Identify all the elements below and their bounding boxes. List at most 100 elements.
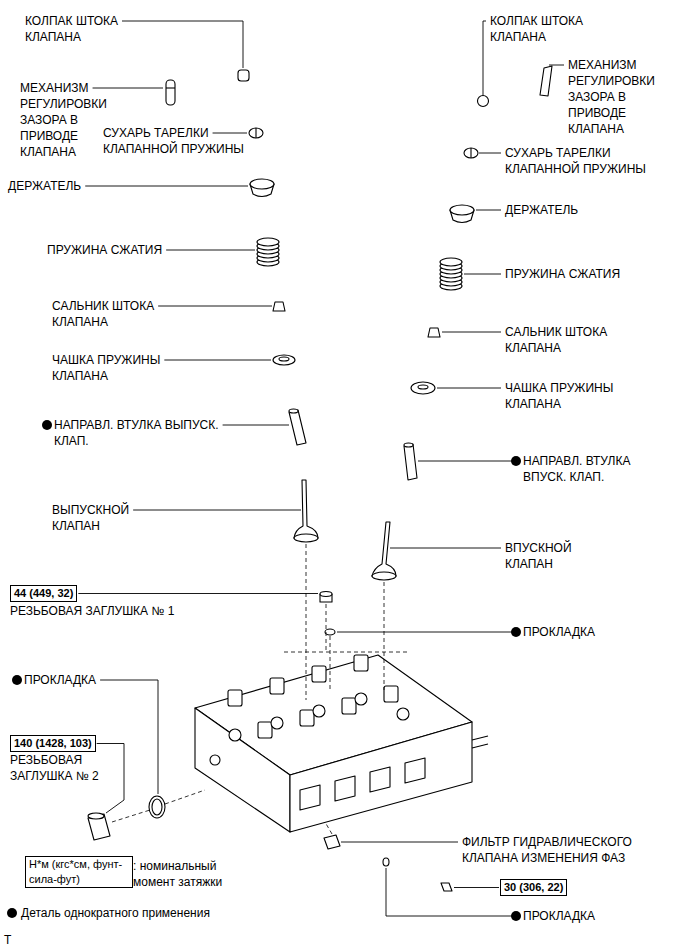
valve-guide <box>289 409 298 413</box>
label-holder: САЛЬНИК ШТОКА КЛАПАНА <box>52 298 170 330</box>
leader-line <box>213 133 247 134</box>
leader-line <box>78 593 318 594</box>
single-use-dot <box>511 627 521 637</box>
part-name: ЧАШКА ПРУЖИНЫ КЛАПАНА <box>505 381 613 411</box>
plug <box>320 592 332 597</box>
oil-filter <box>324 835 340 849</box>
valve-keeper <box>255 128 256 138</box>
torque-box: 140 (1428, 103) <box>10 735 96 752</box>
retainer <box>450 205 474 215</box>
leader-line <box>122 21 243 68</box>
valve-keeper <box>249 128 263 138</box>
spring-seat <box>273 355 295 365</box>
part-name: ПРОКЛАДКА <box>24 673 96 687</box>
part-name: КОЛПАК ШТОКА КЛАПАНА <box>490 14 583 44</box>
label-holder: КОЛПАК ШТОКА КЛАПАНА <box>490 13 600 45</box>
label-holder: ВПУСКНОЙ КЛАПАН <box>505 540 597 572</box>
part-name: : номинальный момент затяжки <box>133 859 222 889</box>
label-holder: МЕХАНИЗМ РЕГУЛИРОВКИ ЗАЗОРА В ПРИВОДЕ КЛ… <box>568 57 668 137</box>
box-text: 44 (449, 32) <box>14 586 73 601</box>
label-holder: ПРОКЛАДКА <box>523 624 643 640</box>
intake-valve <box>372 522 396 576</box>
label-holder: СУХАРЬ ТАРЕЛКИ КЛАПАННОЙ ПРУЖИНЫ <box>505 145 670 177</box>
leader-line <box>100 680 158 794</box>
leader-line <box>476 210 501 211</box>
label-holder: ДЕРЖАТЕЛЬ <box>505 202 625 218</box>
leader-line <box>166 250 255 251</box>
torque-box: 44 (449, 32) <box>10 585 77 602</box>
label-holder: НАПРАВЛ. ВТУЛКА ВЫПУСК. КЛАП. <box>54 417 239 449</box>
part-name: НАПРАВЛ. ВТУЛКА ВПУСК. КЛАП. <box>523 454 630 484</box>
label-holder: МЕХАНИЗМ РЕГУЛИРОВКИ ЗАЗОРА В ПРИВОДЕ КЛ… <box>20 80 115 160</box>
valve-guide <box>289 410 306 445</box>
label-holder: ФИЛЬТР ГИДРАВЛИЧЕСКОГО КЛАПАНА ИЗМЕНЕНИЯ… <box>462 834 652 866</box>
part-name: ПРУЖИНА СЖАТИЯ <box>505 267 620 281</box>
box-text: 140 (1428, 103) <box>14 736 92 751</box>
part-name: ФИЛЬТР ГИДРАВЛИЧЕСКОГО КЛАПАНА ИЗМЕНЕНИЯ… <box>462 835 632 865</box>
label-holder: ВЫПУСКНОЙ КЛАПАН <box>52 502 144 534</box>
part-name: ПРУЖИНА СЖАТИЯ <box>47 243 162 257</box>
leader-line <box>479 153 501 154</box>
stem-seal <box>428 328 440 337</box>
part-name: САЛЬНИК ШТОКА КЛАПАНА <box>52 299 154 329</box>
plug <box>88 814 110 840</box>
leader-line <box>549 65 564 66</box>
part-name: РЕЗЬБОВАЯ ЗАГЛУШКА № 2 <box>10 753 99 783</box>
spring-seat <box>279 357 289 361</box>
figure-code: T <box>4 933 11 947</box>
leader-line <box>133 510 301 511</box>
lash-adjuster <box>166 80 175 105</box>
leader-line <box>85 186 248 187</box>
part-name: НАПРАВЛ. ВТУЛКА ВЫПУСК. КЛАП. <box>54 418 219 448</box>
leader-line <box>390 548 501 549</box>
single-use-dot <box>42 420 52 430</box>
label-holder: : номинальный момент затяжки <box>133 858 228 890</box>
cylinder-head <box>195 655 488 832</box>
exhaust-valve <box>294 534 318 542</box>
gasket-ring <box>149 796 165 818</box>
leader-line <box>437 388 501 389</box>
valve-keeper <box>464 148 478 158</box>
plug <box>441 883 452 891</box>
valve-spring <box>257 238 279 266</box>
box-text: 30 (306, 22) <box>504 880 563 895</box>
part-name: ПРОКЛАДКА <box>523 625 595 639</box>
leader-line <box>164 360 271 361</box>
label-holder: САЛЬНИК ШТОКА КЛАПАНА <box>505 324 623 356</box>
leader-line <box>464 274 501 275</box>
part-name: САЛЬНИК ШТОКА КЛАПАНА <box>505 325 607 355</box>
leader-line <box>158 306 272 307</box>
dashed-guide <box>112 544 410 834</box>
label-holder: T <box>4 932 24 948</box>
single-use-dot <box>7 908 17 918</box>
legend-text: Деталь однократного применения <box>21 906 210 920</box>
box-text: Н*м (кгс*см, фунт-сила-фут) <box>29 857 129 887</box>
part-name: КОЛПАК ШТОКА КЛАПАНА <box>25 14 118 44</box>
part-name: МЕХАНИЗМ РЕГУЛИРОВКИ ЗАЗОРА В ПРИВОДЕ КЛ… <box>568 58 655 136</box>
intake-valve <box>372 572 396 580</box>
valve-cap <box>478 96 489 107</box>
legend-entry: Деталь однократного применения <box>6 904 210 921</box>
label-holder: ПРУЖИНА СЖАТИЯ <box>505 266 645 282</box>
leader-line <box>97 744 124 814</box>
valve-guide <box>404 444 417 480</box>
leader-line <box>454 887 499 888</box>
lash-adjuster <box>540 66 552 96</box>
lash-adjuster <box>166 87 175 88</box>
label-holder: ДЕРЖАТЕЛЬ <box>8 178 128 194</box>
part-name: ПРОКЛАДКА <box>523 909 595 923</box>
part-name: СУХАРЬ ТАРЕЛКИ КЛАПАННОЙ ПРУЖИНЫ <box>505 146 646 176</box>
stem-seal <box>273 302 285 311</box>
valve-guide <box>404 443 413 447</box>
part-name: ЧАШКА ПРУЖИНЫ КЛАПАНА <box>52 353 160 383</box>
leader-line <box>337 632 519 633</box>
single-use-dot <box>511 911 521 921</box>
label-holder: ЧАШКА ПРУЖИНЫ КЛАПАНА <box>52 352 167 384</box>
legend-sample <box>6 907 18 919</box>
part-name: СУХАРЬ ТАРЕЛКИ КЛАПАННОЙ ПРУЖИНЫ <box>103 126 244 156</box>
leader-line <box>442 332 501 333</box>
label-holder: РЕЗЬБОВАЯ ЗАГЛУШКА № 1 <box>10 603 210 619</box>
leader-line <box>341 842 458 843</box>
leader-line <box>93 88 163 89</box>
spring-seat <box>418 385 428 389</box>
